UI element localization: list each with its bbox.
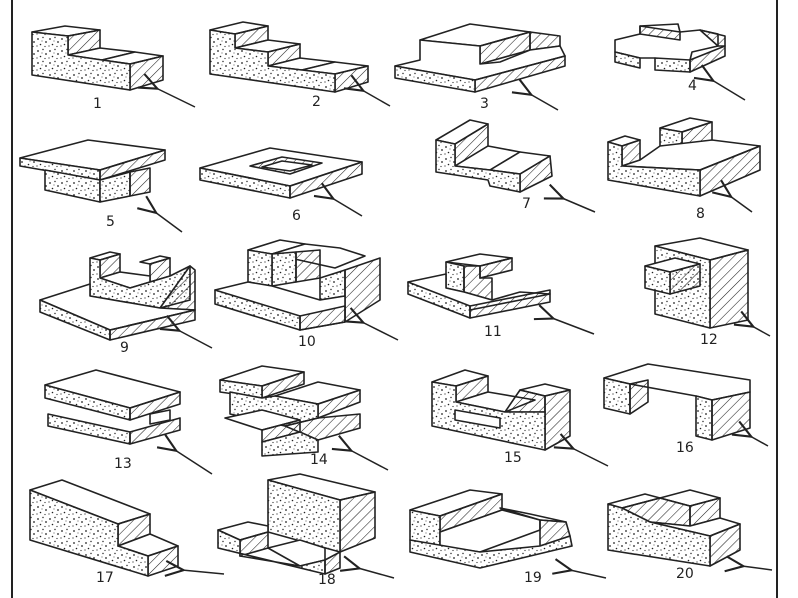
figure-1: 1 [31,25,196,112]
figure-17-label: 17 [96,570,114,586]
figure-6: 6 [199,147,363,224]
figure-15: 15 [431,369,609,467]
figure-6-label: 6 [292,208,301,224]
figure-7: 7 [435,119,596,213]
figure-14: 14 [219,365,389,471]
figure-11-label: 11 [484,324,502,340]
figure-20: 20 [607,489,773,582]
figure-18: 18 [217,473,395,588]
figure-4: 4 [614,23,746,101]
figure-17: 17 [29,479,225,586]
figure-8: 8 [607,117,761,222]
figure-3: 3 [394,23,566,112]
figure-12-label: 12 [700,332,718,348]
figure-7-label: 7 [522,196,531,212]
figure-14-label: 14 [310,452,328,468]
figure-15-label: 15 [504,450,522,466]
figure-10-label: 10 [298,334,316,350]
page-border-left [11,0,13,598]
figure-1-label: 1 [93,96,102,112]
page-border-right [776,0,778,598]
figure-8-label: 8 [696,206,705,222]
figure-20-label: 20 [676,566,694,582]
figure-13: 13 [44,369,213,475]
figure-10: 10 [214,239,399,350]
figure-4-label: 4 [688,78,697,94]
figure-19-label: 19 [524,570,542,586]
figure-12: 12 [644,237,771,348]
figure-19: 19 [409,489,607,586]
figure-5: 5 [19,139,183,233]
figure-9: 9 [39,251,213,356]
figure-16-label: 16 [676,440,694,456]
figure-2-label: 2 [312,94,321,110]
figure-18-label: 18 [318,572,336,588]
figure-2: 2 [209,21,391,110]
figure-13-label: 13 [114,456,132,472]
figure-9-label: 9 [120,340,129,356]
figure-11: 11 [407,253,595,340]
figure-5-label: 5 [106,214,115,230]
figure-16: 16 [603,363,769,456]
figure-3-label: 3 [480,96,489,112]
